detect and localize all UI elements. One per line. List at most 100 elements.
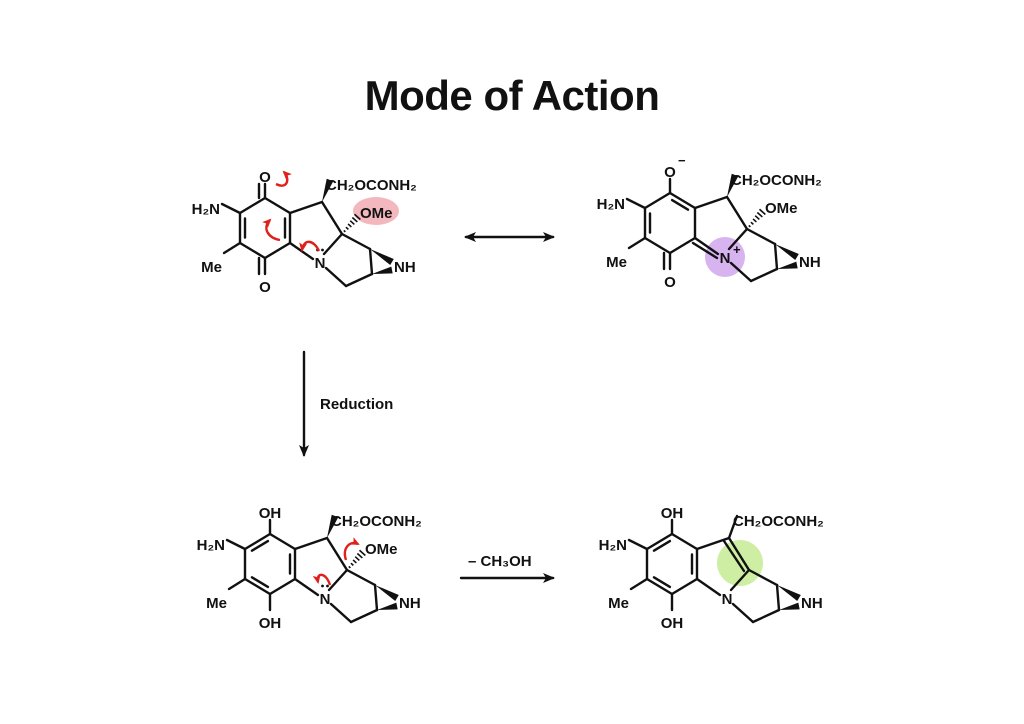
aziridine-wedge [779,602,800,610]
top-oxygen-label: OH [661,505,684,522]
double-bond [652,539,672,552]
amine-label: H₂N [597,196,625,213]
hashed-bond [748,224,751,228]
hashed-bond [343,229,346,233]
methoxy-label: OMe [365,541,398,558]
bottom-oxygen-label: OH [259,615,282,632]
methyl-label: Me [608,595,629,612]
ring-bond [320,200,344,236]
hashed-bond [353,213,361,221]
double-bond [691,241,719,260]
ring-bond [329,602,353,624]
ring-bond [325,536,349,572]
aziridine-wedge [375,585,399,602]
amine-label: H₂N [192,201,220,218]
ring-bond [268,577,297,596]
ring-bond [263,241,292,260]
amine-bond [220,202,242,215]
hashed-bond [351,216,358,223]
methyl-label: Me [206,595,227,612]
ring-bond [349,608,379,624]
amine-bond [225,538,247,551]
methyl-bond [227,577,247,591]
ome-highlight [353,197,399,225]
ring-bond [322,232,344,256]
aziridine-wedge [777,261,798,269]
ring-bond [693,195,729,210]
methoxy-label: OMe [360,205,393,222]
bottom-oxygen-label: OH [661,615,684,632]
hashed-bond [347,223,352,228]
curved-arrow-icon [343,537,360,561]
bottom-oxygen-label: O [664,274,676,291]
ring-bond [643,236,672,255]
methyl-bond [222,241,242,255]
amine-bond [625,197,647,210]
methyl-bond [627,236,647,250]
side-chain-wedge [327,514,339,538]
ring-bond [729,261,753,283]
aziridine-nh-label: NH [801,595,823,612]
hashed-bond [750,221,754,225]
lone-pair-dot [321,584,324,588]
hashed-bond [358,549,366,557]
double-bond [722,539,746,573]
curved-arrow-icon [262,218,281,242]
ring-bond [340,232,372,251]
ring-bond [238,196,267,215]
carbamate-side-chain-label: CH₂OCONH₂ [733,513,824,530]
ring-bond [373,583,379,612]
ring-bond [775,583,781,612]
ring-bond [327,568,349,592]
positive-charge: + [733,242,741,257]
ring-bond [749,267,779,283]
hashed-bond [356,552,363,559]
nitrogen-label: N [720,250,731,267]
aziridine-nh-label: NH [394,259,416,276]
ring-bond [645,532,674,551]
aziridine-wedge [372,266,393,274]
top-oxygen-label: OH [259,505,282,522]
ring-bond [695,577,722,597]
ring-bond [731,602,755,624]
ring-bond [747,568,779,587]
double-bond [670,198,690,211]
ring-bond [238,241,267,260]
negative-charge: − [678,153,686,168]
curved-arrow-icon [299,240,321,252]
ring-bond [268,532,297,551]
lone-pair-dot [326,584,329,588]
ring-bond [751,608,781,624]
nitrogen-label: N [722,591,733,608]
hashed-bond [350,562,354,566]
methyl-label: Me [606,254,627,271]
methyl-label: Me [201,259,222,276]
methoxy-label: OMe [765,200,798,217]
carbamate-side-chain-label: CH₂OCONH₂ [331,513,422,530]
nitrogen-label: N [315,255,326,272]
ring-bond [344,272,374,288]
hashed-bond [345,226,349,230]
ring-bond [729,568,751,592]
carbamate-side-chain-label: CH₂OCONH₂ [326,177,417,194]
aziridine-nh-label: NH [399,595,421,612]
double-bond [652,576,672,589]
hashed-bond [349,220,355,226]
amine-label: H₂N [599,537,627,554]
amine-bond [627,538,649,551]
methyl-bond [629,577,649,591]
hashed-bond [752,218,757,223]
nitrogen-label: N [320,591,331,608]
ring-bond [345,568,377,587]
aziridine-wedge [777,585,801,602]
ring-bond [293,577,320,597]
ring-bond [693,236,720,256]
hashed-bond [352,559,357,564]
ring-bond [643,191,672,210]
double-bond [250,576,270,589]
